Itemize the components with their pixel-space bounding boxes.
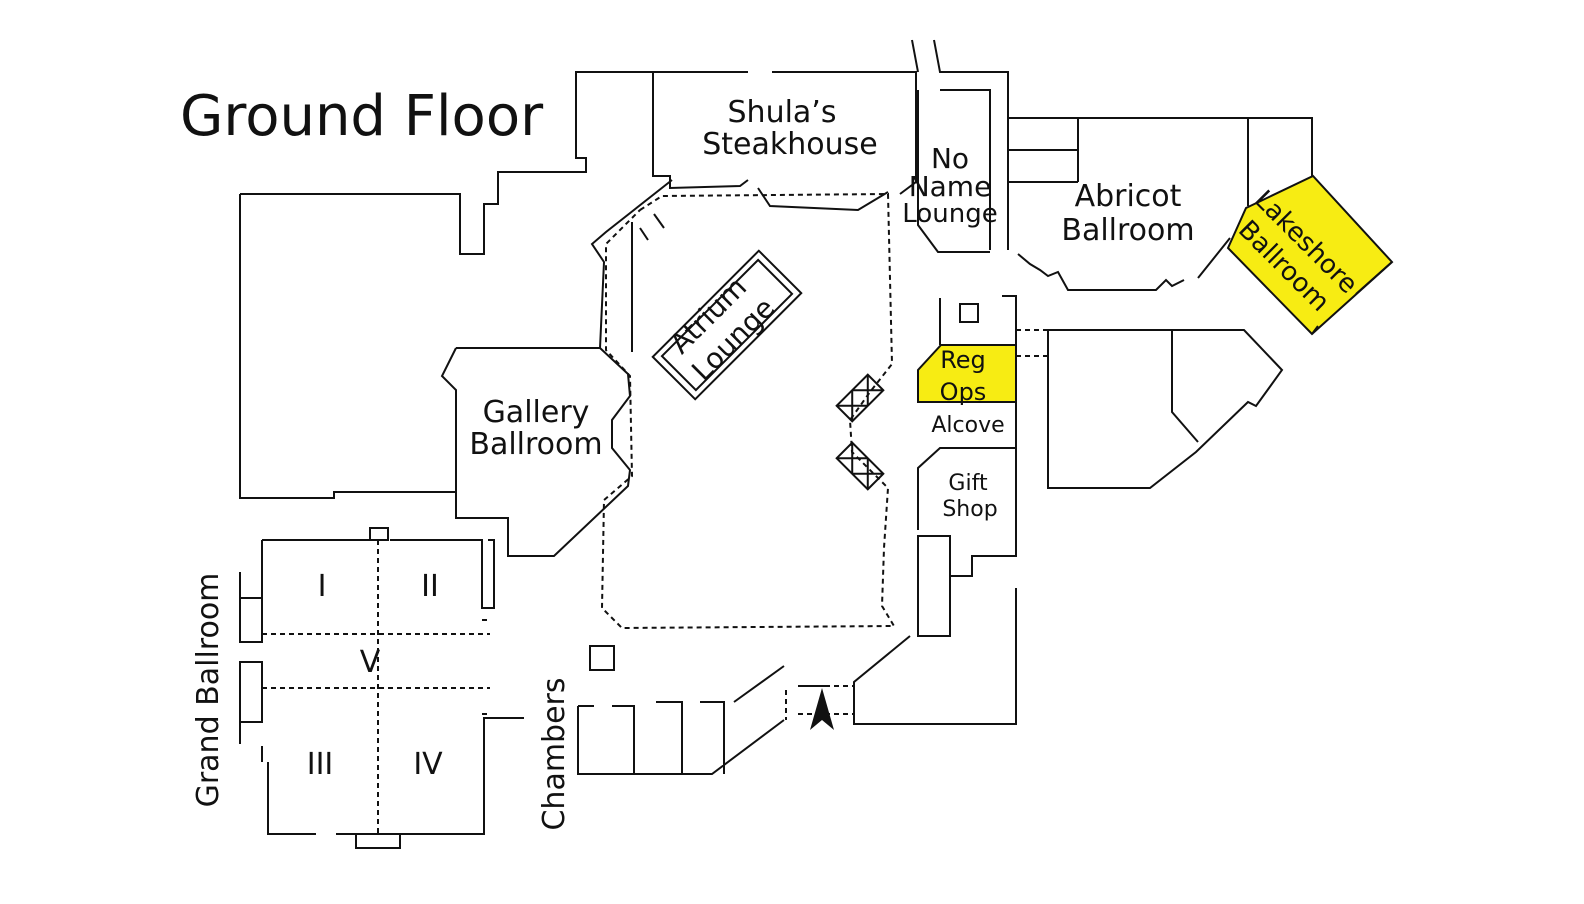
shulas-label-1: Shula’s [728, 95, 837, 130]
chambers-wall [577, 665, 826, 775]
grand-ballroom-door-1 [239, 597, 263, 643]
gallery-label-2: Ballroom [469, 427, 602, 462]
escalator-icon [835, 441, 885, 491]
stairs-icon [589, 645, 615, 671]
service-column-wall [853, 295, 1017, 725]
atrium-wall-detail [639, 213, 665, 241]
abricot-label-2: Ballroom [1061, 213, 1194, 248]
grand-ballroom-partitions [262, 540, 490, 834]
section-v-label: V [360, 645, 381, 680]
section-i-label: I [318, 569, 327, 604]
shulas-label-2: Steakhouse [702, 127, 878, 162]
lakeshore-ballroom-area[interactable] [1226, 174, 1394, 336]
lakeshore-outer-wall [1311, 261, 1393, 335]
north-arrow-icon [810, 688, 834, 730]
escalator-icon [835, 373, 885, 423]
gallery-label-1: Gallery [483, 395, 590, 430]
east-rooms-wall [1047, 329, 1284, 489]
grand-ballroom-label: Grand Ballroom [191, 573, 226, 808]
reg-ops-label-1: Reg [940, 346, 986, 374]
page-title: Ground Floor [180, 84, 544, 149]
east-corridor-dashed [1016, 329, 1048, 357]
reg-ops-label-2: Ops [940, 378, 987, 406]
gift-shop-label-2: Shop [942, 497, 997, 522]
section-iv-label: IV [413, 747, 443, 782]
no-name-label-2: Name [909, 170, 992, 203]
alcove-label: Alcove [931, 413, 1004, 438]
column-pillar [959, 303, 979, 323]
section-ii-label: II [421, 569, 439, 604]
reg-ops-area[interactable] [917, 344, 1017, 403]
grand-ballroom-door-2 [239, 661, 263, 723]
gift-shop-label-1: Gift [948, 471, 988, 496]
grand-ballroom-column [369, 527, 389, 541]
no-name-lounge-wall [917, 90, 990, 253]
grand-ballroom-step [355, 833, 401, 849]
no-name-label-3: Lounge [902, 199, 997, 229]
abricot-label-1: Abricot [1075, 179, 1182, 214]
upper-entry-wall [911, 39, 1009, 250]
chambers-label: Chambers [537, 677, 572, 830]
section-iii-label: III [307, 747, 334, 782]
no-name-label-1: No [931, 142, 969, 175]
atrium-lounge-sign [651, 249, 803, 401]
gift-shop-counter [917, 535, 951, 637]
atrium-boundary-dashed [600, 192, 896, 630]
abricot-ballroom-wall [1008, 117, 1313, 291]
left-wing-wall [239, 71, 748, 499]
gallery-ballroom-wall [440, 347, 632, 557]
atrium-wall-west [590, 179, 673, 352]
